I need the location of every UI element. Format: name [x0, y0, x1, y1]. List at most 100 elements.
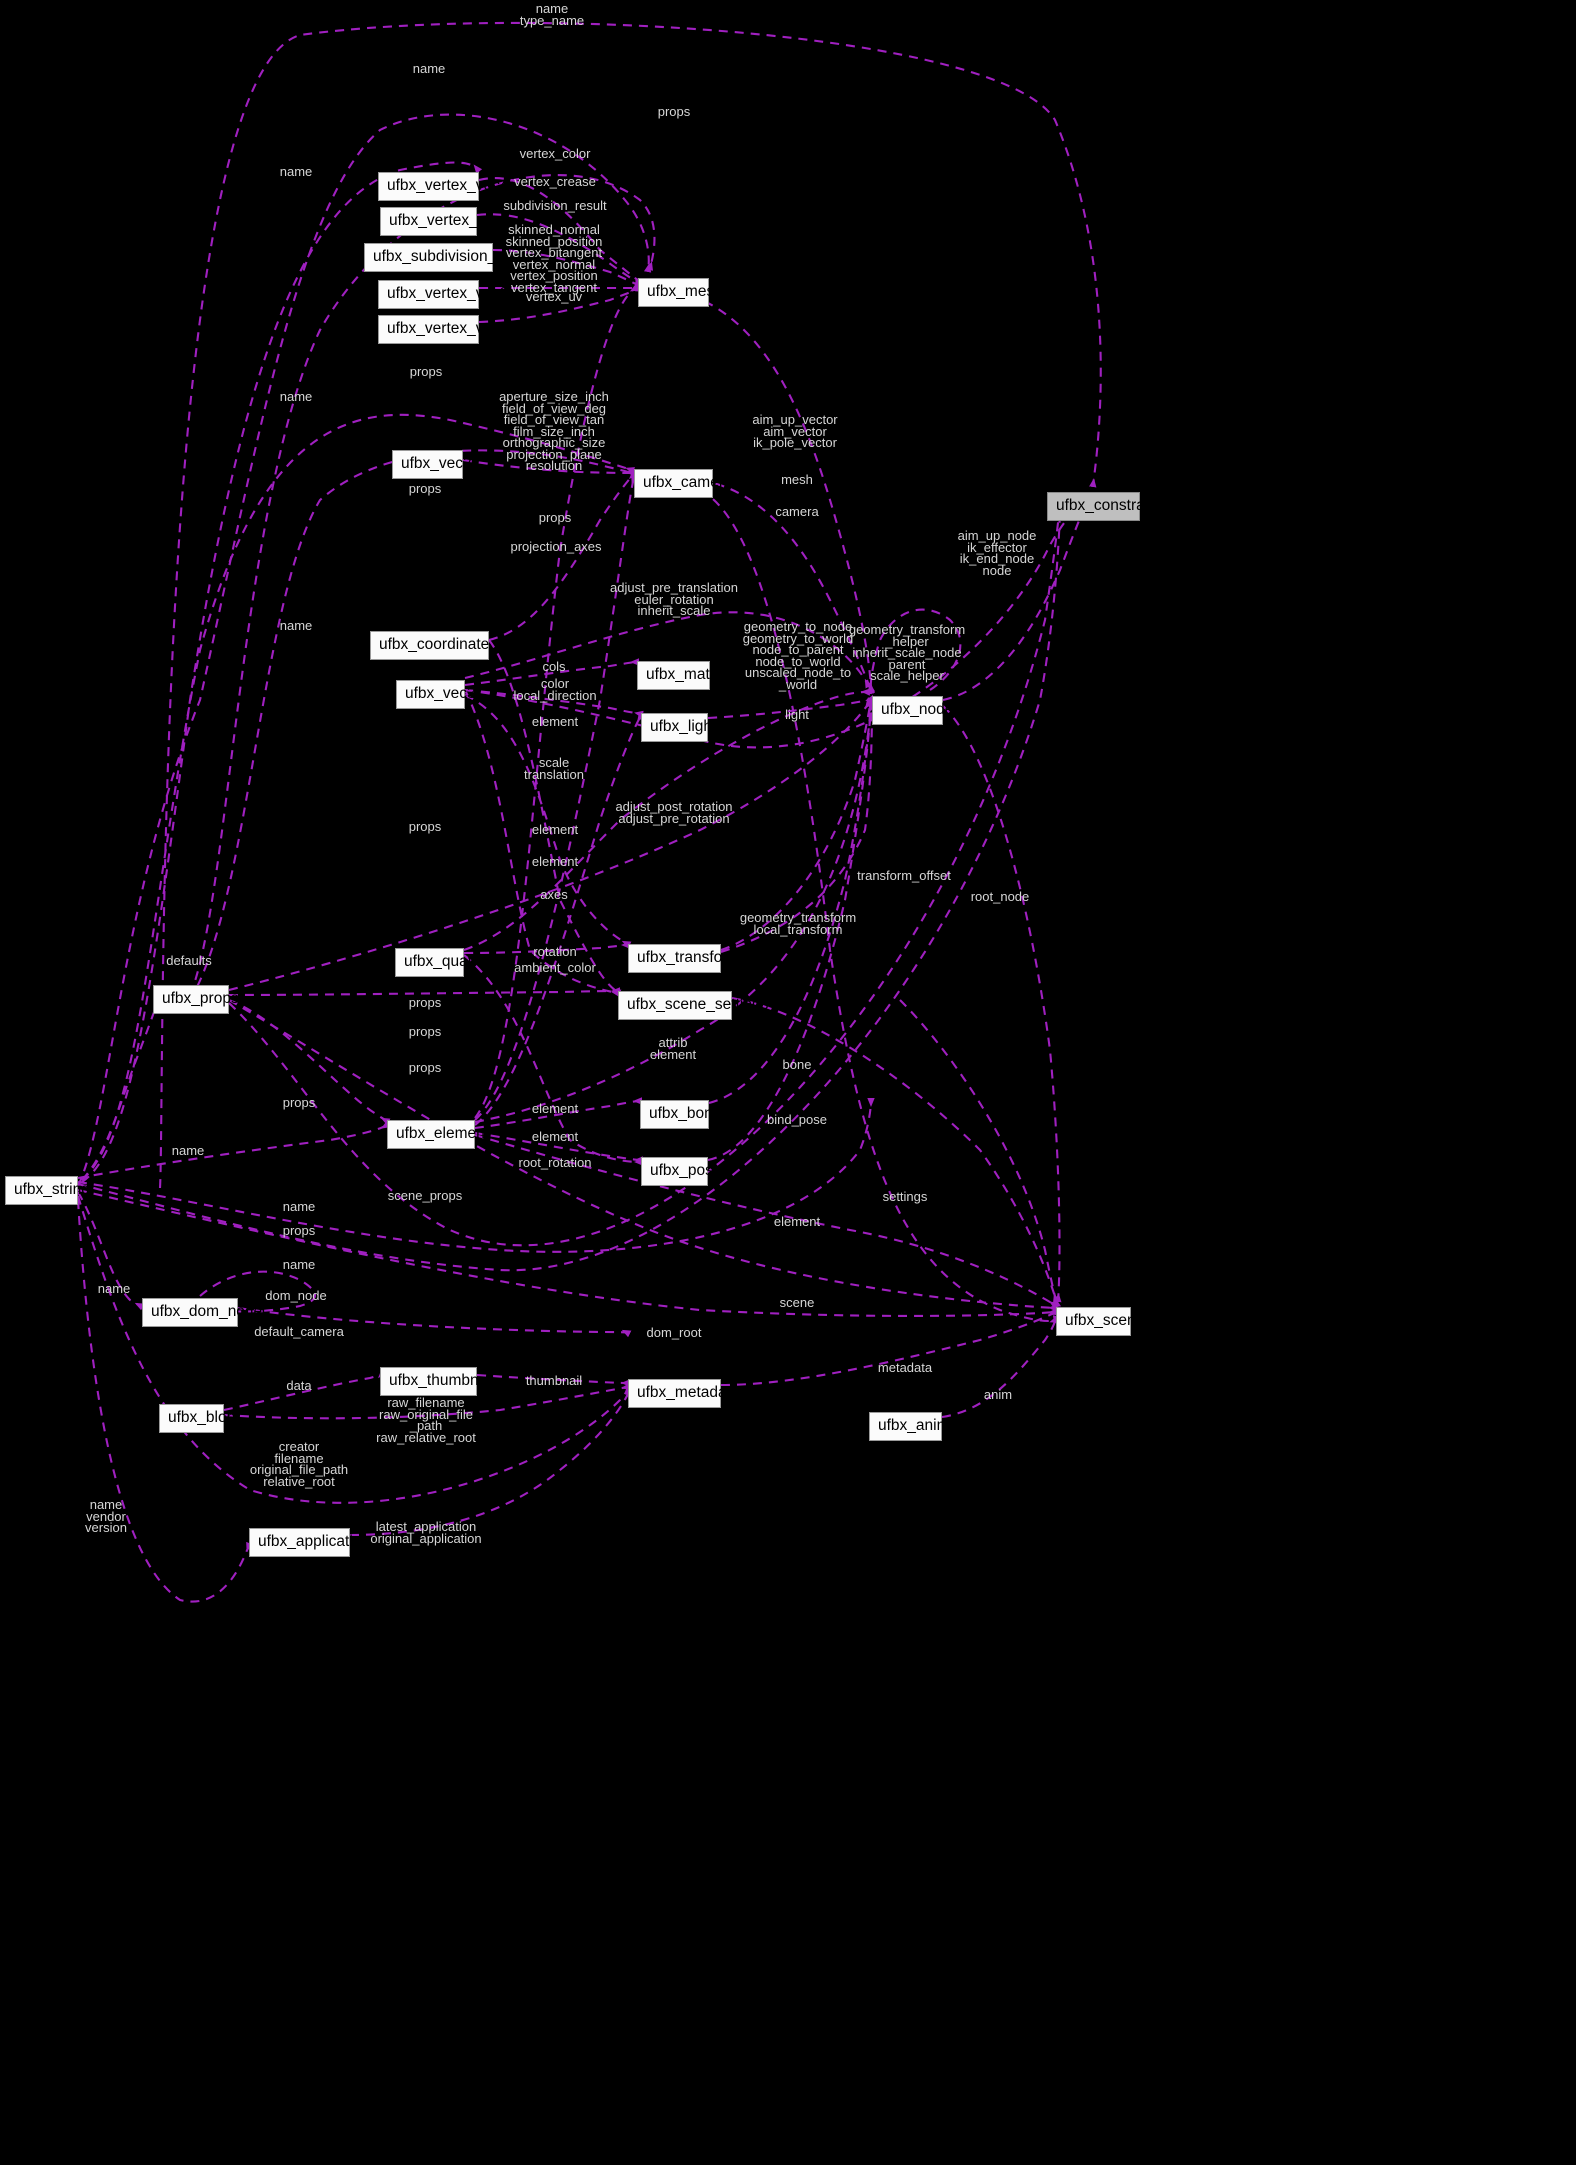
edge-label-line: element — [649, 1046, 697, 1062]
graph-edge — [488, 639, 622, 997]
edge-label-line: bone — [782, 1057, 812, 1072]
graph-edge — [474, 1133, 1059, 1310]
edge-label-line: geometry_to_world — [742, 630, 854, 646]
graph-node-ufbx-coordinate-axes[interactable]: ufbx_coordinate_axes — [370, 631, 531, 660]
graph-node-ufbx-vertex-real[interactable]: ufbx_vertex_real — [380, 207, 504, 236]
edge-label-line: name — [171, 1143, 205, 1158]
edge-label-props-1: props — [657, 104, 691, 119]
graph-node-ufbx-blob[interactable]: ufbx_blob — [159, 1404, 235, 1433]
graph-node-ufbx-metadata[interactable]: ufbx_metadata — [628, 1379, 740, 1408]
edge-label-line: adjust_post_rotation — [615, 799, 733, 814]
graph-edge — [228, 999, 1058, 1312]
graph-edge — [158, 21, 1102, 1189]
edge-label-name-4: name — [280, 619, 313, 631]
graph-edge — [474, 474, 639, 1121]
graph-node-ufbx-vertex-vec2[interactable]: ufbx_vertex_vec2 — [378, 315, 509, 344]
graph-edge — [707, 694, 875, 720]
graph-node-ufbx-dom-node[interactable]: ufbx_dom_node — [142, 1298, 262, 1327]
edge-label-props-9: props — [283, 1096, 316, 1108]
edge-label-line: attrib — [658, 1035, 688, 1050]
graph-node-ufbx-transform[interactable]: ufbx_transform — [628, 944, 740, 973]
edge-label-metadata: metadata — [878, 1361, 932, 1373]
graph-node-ufbx-light[interactable]: ufbx_light — [641, 713, 716, 742]
graph-edge — [81, 986, 167, 1181]
edge-label-line: local_transform — [753, 921, 843, 937]
graph-node-ufbx-constraint[interactable]: ufbx_constraint — [1047, 492, 1161, 521]
edge-label-projection-axes: projection_axes — [510, 540, 601, 552]
edge-label-line: name — [282, 1257, 316, 1272]
edge-label-line: props — [409, 364, 443, 379]
graph-node-ufbx-vertex-vec4[interactable]: ufbx_vertex_vec4 — [378, 172, 509, 201]
edge-label-line: aim_up_vector — [752, 412, 838, 427]
edge-label-subdivision: subdivision_result — [503, 199, 606, 211]
graph-node-ufbx-string[interactable]: ufbx_string — [5, 1176, 90, 1205]
graph-edge — [476, 1373, 631, 1387]
edge-label-line: scale — [538, 755, 570, 770]
graph-node-ufbx-mesh[interactable]: ufbx_mesh — [638, 278, 723, 307]
edge-label-vertex-uv: vertex_uv — [526, 290, 582, 302]
graph-node-ufbx-anim[interactable]: ufbx_anim — [869, 1412, 950, 1441]
edge-label-scene-props: scene_props — [387, 1188, 463, 1203]
edge-label-line: props — [538, 510, 572, 525]
edge-label-element-4: element — [531, 1101, 579, 1116]
edge-label-line: name — [535, 1, 569, 16]
graph-edge — [720, 1307, 1060, 1387]
graph-node-ufbx-thumbnail[interactable]: ufbx_thumbnail — [380, 1367, 494, 1396]
edge-label-name-5: name — [171, 1143, 205, 1158]
graph-node-ufbx-bone[interactable]: ufbx_bone — [640, 1100, 721, 1129]
edge-label-line: geometry_transform — [739, 910, 857, 925]
edge-label-line: scene_props — [387, 1188, 463, 1203]
edge-label-line: raw_filename — [387, 1395, 465, 1410]
graph-edge — [699, 489, 1060, 1323]
edge-label-line: thumbnail — [525, 1373, 583, 1388]
edge-label-root-node: root_node — [971, 890, 1030, 902]
edge-label-line: name — [97, 1281, 131, 1296]
graph-node-ufbx-props[interactable]: ufbx_props — [153, 985, 239, 1014]
graph-edge — [76, 1195, 634, 1504]
graph-node-ufbx-vec3[interactable]: ufbx_vec3 — [396, 680, 476, 709]
graph-edge — [474, 1097, 643, 1130]
edge-label-props-4: props — [538, 510, 572, 525]
graph-edge — [77, 1188, 1058, 1317]
edge-label-defaults: defaults — [166, 954, 212, 966]
graph-edge — [77, 1097, 875, 1253]
graph-node-ufbx-camera[interactable]: ufbx_camera — [634, 469, 733, 498]
graph-node-ufbx-vec2[interactable]: ufbx_vec2 — [392, 450, 472, 479]
graph-node-ufbx-node[interactable]: ufbx_node — [872, 696, 953, 725]
graph-node-ufbx-scene-settings[interactable]: ufbx_scene_settings — [618, 991, 768, 1020]
edge-label-line: camera — [775, 504, 819, 519]
edge-label-line: euler_rotation — [634, 591, 714, 607]
graph-node-ufbx-subdivision-result[interactable]: ufbx_subdivision_result — [364, 243, 534, 272]
graph-node-ufbx-application[interactable]: ufbx_application — [249, 1528, 370, 1557]
graph-edge — [492, 248, 644, 291]
edge-label-line: inherit_scale — [637, 603, 711, 618]
edge-label-line: props — [657, 104, 691, 119]
graph-node-ufbx-matrix[interactable]: ufbx_matrix — [637, 661, 726, 690]
graph-edge — [464, 689, 621, 997]
graph-node-ufbx-scene[interactable]: ufbx_scene — [1056, 1307, 1144, 1336]
edge-label-line: filename — [274, 1450, 324, 1466]
edge-label-line: scene — [779, 1295, 815, 1310]
graph-node-ufbx-vertex-vec3[interactable]: ufbx_vertex_vec3 — [378, 280, 509, 309]
edge-label-line: element — [531, 714, 579, 729]
edge-label-line: axes — [540, 887, 568, 902]
edge-label-line: vertex_bitangent — [505, 245, 603, 260]
graph-node-ufbx-pose[interactable]: ufbx_pose — [641, 1157, 722, 1186]
edge-label-line: relative_root — [263, 1473, 335, 1489]
graph-node-ufbx-quat[interactable]: ufbx_quat — [395, 948, 472, 977]
graph-edge — [474, 712, 646, 1126]
edge-label-line: latest_application — [375, 1519, 477, 1534]
edge-label-line: element — [531, 1101, 579, 1116]
graph-node-ufbx-element[interactable]: ufbx_element — [387, 1120, 489, 1149]
graph-edge — [689, 294, 875, 693]
graph-edge — [699, 478, 876, 695]
edge-label-props-7: props — [409, 1025, 442, 1037]
graph-edge — [77, 1120, 391, 1180]
